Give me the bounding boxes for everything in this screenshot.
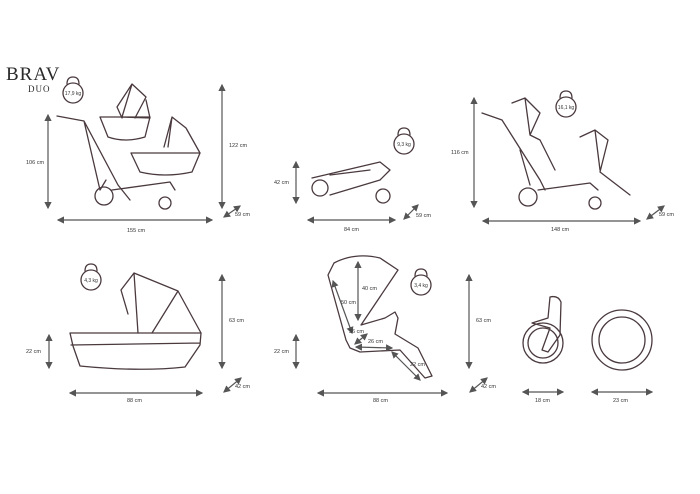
carrycot-drawing [45, 263, 242, 397]
height-label: 122 cm [229, 143, 248, 149]
double-carrycot-stroller-drawing [44, 76, 241, 224]
front-wheel-drawing [521, 295, 565, 396]
length-label: 84 cm [344, 227, 359, 233]
height-label: 42 cm [274, 180, 289, 186]
weight-label-double-seat: 16,1 kg [557, 105, 575, 111]
folded-frame-drawing [292, 127, 419, 224]
width-label: 59 cm [235, 212, 250, 218]
seat-height-label: 22 cm [274, 349, 289, 355]
seat-depth-label: 26 cm [368, 339, 383, 345]
hip-label: 36 cm [349, 329, 364, 335]
weight-icon [410, 268, 432, 296]
inner-depth-label: 22 cm [26, 349, 41, 355]
backrest-label: 50 cm [341, 300, 356, 306]
brand-logo: BRAV DUO [6, 64, 61, 94]
footrest-label: 22 cm [410, 362, 425, 368]
width-label: 42 cm [481, 384, 496, 390]
brand-model: DUO [28, 84, 51, 94]
width-label: 59 cm [659, 212, 674, 218]
width-label: 59 cm [416, 213, 431, 219]
weight-label-folded: 9,3 kg [397, 142, 411, 148]
height-label: 63 cm [476, 318, 491, 324]
weight-icon [62, 76, 84, 104]
weight-label-carrycot: 4,3 kg [84, 278, 98, 284]
weight-icon [80, 263, 102, 291]
weight-label-double-carrycot: 17,9 kg [64, 91, 82, 97]
double-seat-stroller-drawing [470, 90, 665, 225]
rear-wheel-drawing [590, 309, 654, 396]
front-wheel-diameter-label: 18 cm [535, 398, 550, 404]
handle-height-label: 106 cm [26, 160, 45, 166]
weight-label-seat: 3,4 kg [414, 283, 428, 289]
height-label: 63 cm [229, 318, 244, 324]
length-label: 88 cm [373, 398, 388, 404]
length-label: 155 cm [127, 228, 146, 234]
length-label: 148 cm [551, 227, 570, 233]
brand-name: BRAV [6, 64, 61, 85]
rear-wheel-diameter-label: 23 cm [613, 398, 628, 404]
weight-icon [393, 127, 415, 155]
seat-unit-drawing [292, 255, 488, 397]
length-label: 88 cm [127, 398, 142, 404]
weight-icon [555, 90, 577, 118]
width-label: 42 cm [235, 384, 250, 390]
height-label: 116 cm [451, 150, 469, 156]
canopy-label: 40 cm [362, 286, 377, 292]
